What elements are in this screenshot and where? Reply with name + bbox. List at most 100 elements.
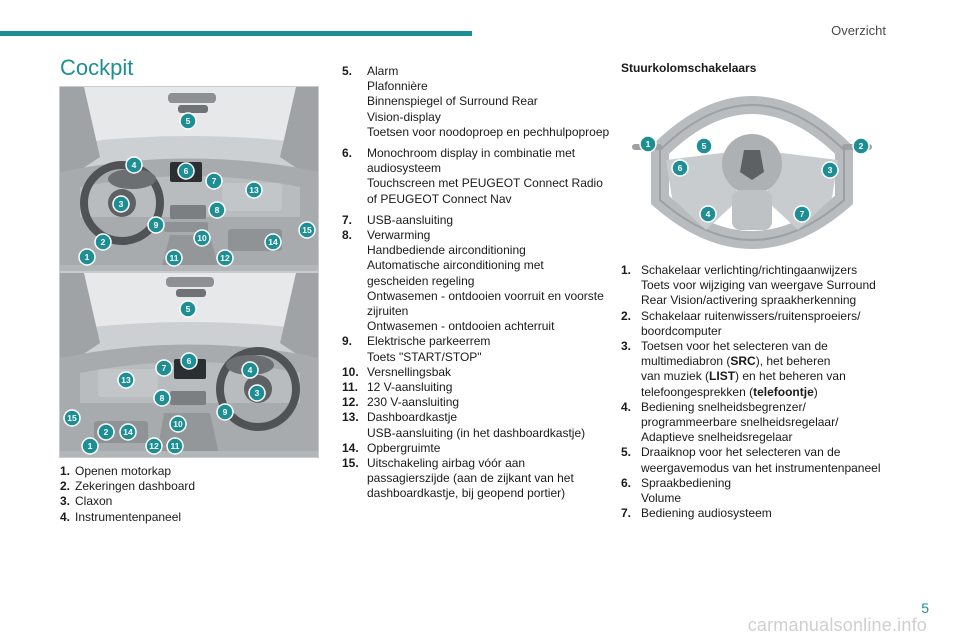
list-text: Toetsen voor het selecteren van de — [641, 339, 828, 354]
list-text: Uitschakeling airbag vóór aan — [367, 456, 526, 471]
list-text: Bediening audiosysteem — [641, 506, 772, 521]
header-accent-bar — [0, 31, 472, 36]
list-text: of PEUGEOT Connect Nav — [367, 191, 512, 206]
list-text: Binnenspiegel of Surround Rear — [367, 94, 538, 109]
list-text: Bediening snelheidsbegrenzer/ — [641, 399, 806, 414]
list-number: 12. — [342, 395, 359, 410]
list-text-line: van muziek (LIST) en het beheren van — [641, 369, 907, 384]
list-number: 4. — [60, 509, 71, 524]
callout-label: 9 — [154, 220, 159, 230]
callout-label: 10 — [173, 419, 183, 429]
callout-label: 13 — [249, 185, 259, 195]
callout-label: 5 — [186, 304, 191, 314]
list-text: USB-aansluiting (in het dashboardkastje) — [367, 425, 586, 440]
list-text: Ontwasemen - ontdooien voorruit en voors… — [367, 288, 604, 303]
list-number: 4. — [621, 399, 632, 414]
list-text: Toets "START/STOP" — [367, 349, 482, 364]
list-item: 15. Uitschakeling airbag vóór aan passag… — [342, 456, 604, 502]
steering-wheel-image: 1 5 6 2 3 4 7 — [632, 80, 872, 258]
list-number: 7. — [342, 212, 353, 227]
list-number: 1. — [621, 263, 632, 277]
list-number: 2. — [621, 308, 632, 323]
callout-label: 8 — [160, 393, 165, 403]
list-number: 3. — [621, 339, 632, 354]
callout-label: 11 — [171, 441, 180, 451]
list-text: Schakelaar verlichting/richtingaanwijzer… — [641, 263, 858, 277]
list-text: Monochroom display in combinatie met — [367, 146, 576, 161]
list-number: 14. — [342, 440, 359, 455]
cockpit-image-rhd: 5 6 7 13 4 3 8 9 15 2 14 10 1 12 11 — [59, 272, 319, 458]
callout-label: 14 — [268, 237, 278, 247]
callout-label: 9 — [223, 407, 228, 417]
callout-label: 15 — [302, 225, 312, 235]
callout-label: 15 — [67, 413, 77, 423]
callout-label: 13 — [121, 375, 131, 385]
list-item: 3. Claxon — [60, 494, 310, 509]
list-number: 5. — [342, 64, 353, 78]
list-number: 8. — [342, 228, 353, 243]
list-item: 7. USB-aansluiting — [342, 213, 604, 228]
watermark: carmanualsonline.info — [747, 615, 927, 635]
legend-list-right: 1. Schakelaar verlichting/richtingaanwij… — [621, 263, 907, 521]
callout-label: 4 — [248, 365, 253, 375]
list-text: Claxon — [75, 494, 113, 509]
list-text: Instrumentenpaneel — [75, 509, 182, 524]
list-text: zijruiten — [367, 304, 409, 319]
list-text: Automatische airconditioning met — [367, 258, 544, 273]
list-text: Spraakbediening — [641, 475, 732, 490]
callout-label: 11 — [170, 253, 179, 263]
list-item: 10. Versnellingsbak — [342, 365, 604, 380]
list-item: 1. Schakelaar verlichting/richtingaanwij… — [621, 263, 907, 309]
list-text: 230 V-aansluiting — [367, 395, 460, 410]
keyword-telefoontje: telefoontje — [753, 384, 814, 399]
list-text: ) en het beheren van — [735, 369, 846, 384]
list-text: Rear Vision/activering spraakherkenning — [641, 293, 857, 308]
list-item: 9. Elektrische parkeerrem Toets "START/S… — [342, 334, 604, 364]
list-item: 2.Zekeringen dashboard — [60, 479, 310, 494]
list-text: Dashboardkastje — [367, 410, 458, 425]
list-text: USB-aansluiting — [367, 212, 454, 227]
list-item: 7. Bediening audiosysteem — [621, 506, 907, 521]
list-item: 11. 12 V-aansluiting — [342, 380, 604, 395]
list-text: Zekeringen dashboard — [75, 479, 196, 494]
list-text: Vision-display — [367, 109, 441, 124]
list-text: Toets voor wijziging van weergave Surrou… — [641, 278, 876, 293]
list-text: Plafonnière — [367, 79, 428, 94]
list-number: 6. — [342, 146, 353, 161]
list-number: 3. — [60, 494, 71, 509]
list-text: Elektrische parkeerrem — [367, 334, 491, 349]
page-title: Cockpit — [60, 55, 134, 80]
callout-label: 1 — [646, 139, 651, 149]
list-item: 14. Opbergruimte — [342, 441, 604, 456]
list-text: audiosysteem — [367, 161, 442, 176]
list-item: 13. Dashboardkastje USB-aansluiting (in … — [342, 410, 604, 440]
callout-label: 14 — [123, 427, 133, 437]
list-item: 6. Monochroom display in combinatie met … — [342, 146, 604, 207]
list-text: Adaptieve snelheidsregelaar — [641, 430, 793, 445]
list-text: Ontwasemen - ontdooien achterruit — [367, 319, 555, 334]
callout-label: 6 — [678, 163, 683, 173]
list-text: boordcomputer — [641, 323, 722, 338]
list-item: 2. Schakelaar ruitenwissers/ruitensproei… — [621, 309, 907, 339]
list-text-line: multimediabron (SRC), het beheren — [641, 354, 907, 369]
list-text: Schakelaar ruitenwissers/ruitensproeiers… — [641, 308, 861, 323]
cockpit-image-lhd: 5 4 6 7 13 3 8 9 10 14 15 2 1 11 12 — [59, 86, 319, 272]
list-number: 11. — [342, 380, 359, 395]
list-item: 1.Openen motorkap — [60, 464, 310, 479]
callout-label: 8 — [215, 205, 220, 215]
callout-label: 1 — [85, 252, 90, 262]
list-item: 5. Draaiknop voor het selecteren van de … — [621, 445, 907, 475]
list-text: Touchscreen met PEUGEOT Connect Radio — [367, 176, 603, 191]
list-text: van muziek ( — [641, 369, 710, 384]
callout-label: 4 — [706, 209, 711, 219]
section-title: Overzicht — [831, 23, 886, 38]
list-text: Opbergruimte — [367, 440, 441, 455]
list-text-line: telefoongesprekken (telefoontje) — [641, 385, 907, 400]
page-number: 5 — [921, 600, 929, 616]
callout-label: 1 — [88, 441, 93, 451]
list-item: 12. 230 V-aansluiting — [342, 395, 604, 410]
callout-label: 2 — [859, 141, 864, 151]
list-text: ) — [813, 384, 818, 399]
list-text: 12 V-aansluiting — [367, 380, 453, 395]
list-number: 15. — [342, 456, 359, 471]
